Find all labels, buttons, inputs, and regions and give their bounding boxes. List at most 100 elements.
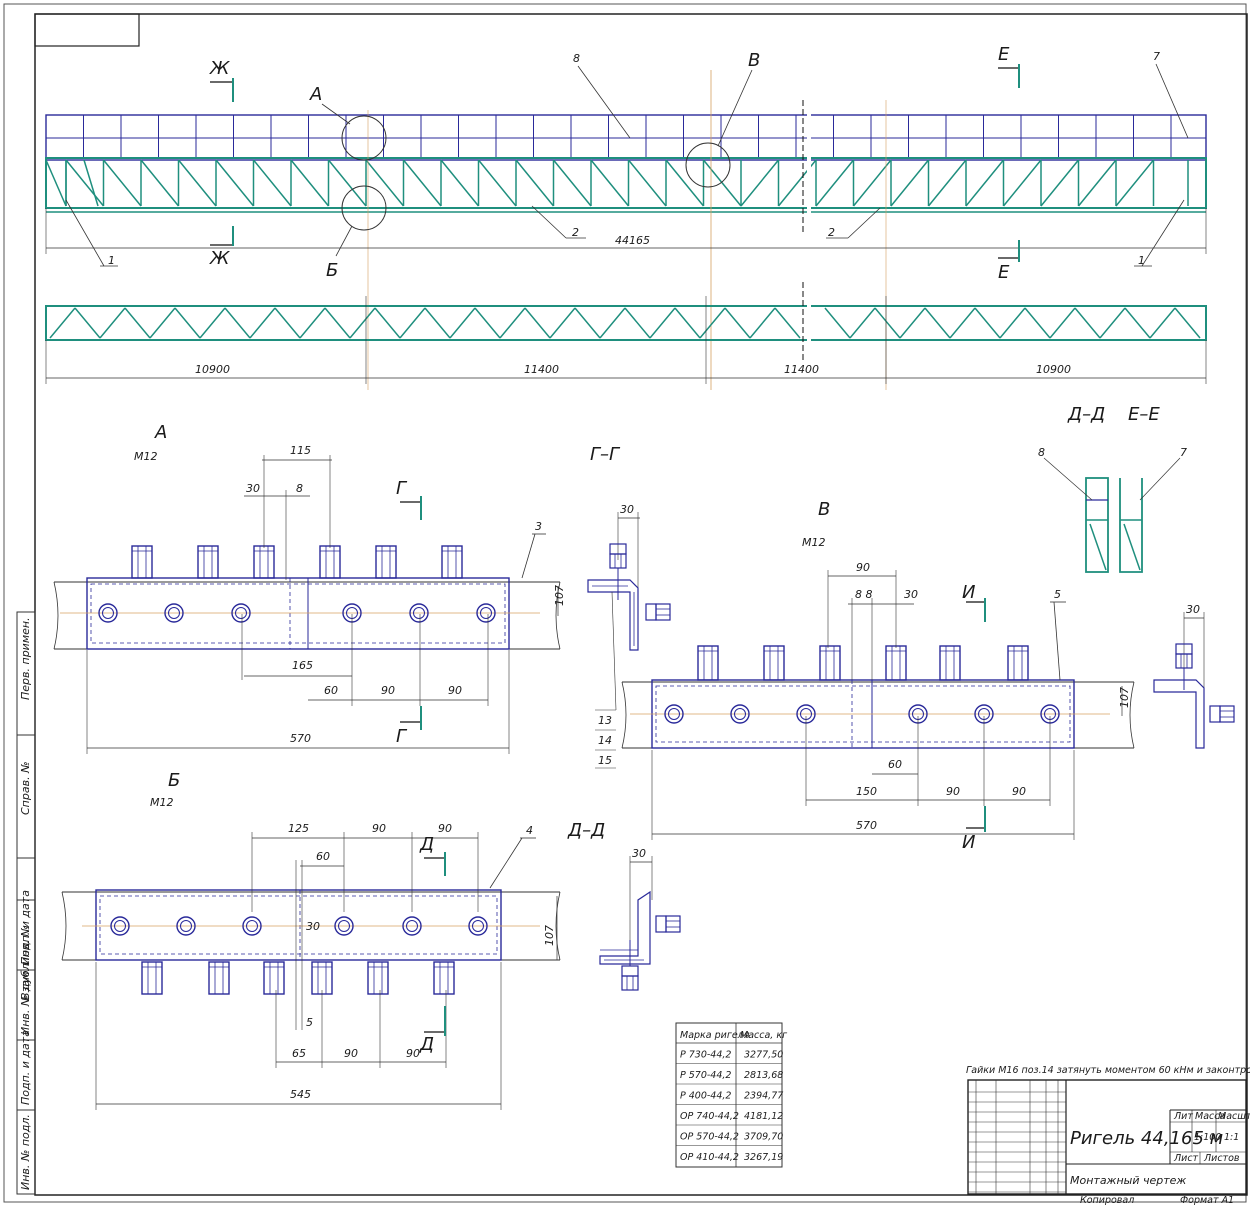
detail-a-dim-8: 8: [296, 482, 303, 495]
title-block-note: Гайки М16 поз.14 затянуть моментом 60 кН…: [966, 1065, 1250, 1076]
bolt-hole: [114, 920, 126, 932]
mass-table-header-1: Марка ригеля: [680, 1030, 750, 1041]
detail-a-dim-570: 570: [290, 732, 311, 745]
plan-diagonal: [174, 307, 201, 339]
plan-diagonal: [1024, 307, 1051, 339]
plan-diagonal: [674, 307, 701, 339]
plan-diagonal: [299, 307, 326, 339]
title-copied: Копировал: [1080, 1195, 1134, 1206]
plan-diagonal: [999, 307, 1026, 339]
detail-b-dim-60: 60: [316, 850, 330, 863]
plan-diagonal: [924, 307, 951, 339]
nut: [263, 961, 285, 995]
stamp-label-3: Подп. и дата: [19, 890, 32, 965]
section-pos-8: 8: [1038, 446, 1045, 459]
detail-a-dim-60: 60: [324, 684, 338, 697]
side-stamp-labels: Перв. примен. Справ. № Подп. и дата Инв.…: [19, 617, 32, 1190]
nut: [197, 545, 219, 579]
truss-diagonal: [890, 159, 930, 207]
plan-diagonal: [599, 307, 626, 339]
callout-circle-v: [685, 142, 731, 188]
section-dd-dim-30: 30: [632, 847, 646, 860]
truss-elevation: 44165 Ж Ж Е Е А Б В 8 7 1 1 2: [45, 44, 1207, 390]
title-mass: 1:100: [1194, 1132, 1221, 1143]
callout-label-b: Б: [326, 260, 338, 281]
plan-diagonal: [199, 307, 226, 339]
section-nut: [655, 915, 667, 933]
nut: [375, 545, 397, 579]
detail-v-dim-60: 60: [888, 758, 902, 771]
plan-diagonal: [874, 307, 901, 339]
detail-a-cut-bottom: Г: [396, 726, 408, 747]
stamp-label-4: Инв. № дубл.: [19, 960, 32, 1035]
truss-diagonal: [477, 159, 517, 207]
plan-diagonal: [824, 307, 851, 339]
section-gg: Г–Г 30 13 14 15: [587, 444, 671, 769]
detail-b: Б M12 125 90 90 60 30 5 65 90 90: [61, 770, 561, 1110]
truss-diagonal: [515, 159, 555, 207]
title-scale-h: Масштаб: [1218, 1111, 1250, 1122]
plan-diagonal: [224, 307, 251, 339]
section-dd-ee-small: Д–Д Е–Е 8 7: [1038, 404, 1187, 573]
section-nut: [1219, 705, 1235, 723]
plan-diagonal: [124, 307, 151, 339]
detail-b-dim-125: 125: [288, 822, 309, 835]
truss-diagonal: [852, 159, 892, 207]
detail-b-dim-107: 107: [543, 925, 556, 946]
outer-frame: [3, 3, 1247, 1203]
truss-diagonal: [1002, 159, 1042, 207]
nut: [1007, 645, 1029, 681]
section-nut: [655, 603, 671, 621]
plan-diagonal: [449, 307, 476, 339]
plan-diagonal: [1099, 307, 1126, 339]
detail-v-dim-90: 90: [856, 561, 870, 574]
stamp-label-2: Справ. №: [19, 761, 32, 815]
truss-diagonal: [552, 159, 592, 207]
stamp-label-5: Взам. инв. №: [19, 925, 32, 1000]
detail-v-dim-107: 107: [1118, 687, 1131, 708]
detail-b-plate: [95, 889, 502, 961]
title-mass-h: Масса: [1195, 1111, 1225, 1122]
bolt-head: [231, 603, 251, 623]
section-nut: [645, 603, 657, 621]
bolt-hole: [734, 708, 746, 720]
truss-diagonal: [365, 159, 405, 207]
plan-diagonal: [1149, 307, 1176, 339]
plan-diagonal: [1074, 307, 1101, 339]
plan-diagonal: [99, 307, 126, 339]
truss-end-diagonal: [45, 159, 67, 207]
section-pos-15: 15: [598, 754, 612, 767]
section-mark-e-bottom: Е: [998, 262, 1010, 283]
truss-diagonal: [740, 159, 780, 207]
plan-diagonal: [524, 307, 551, 339]
section-nut: [1209, 705, 1221, 723]
section-pos-7: 7: [1180, 446, 1187, 459]
plan-segment-4: 10900: [1036, 363, 1071, 376]
detail-b-dim-90c: 90: [344, 1047, 358, 1060]
plan-diagonal: [624, 307, 651, 339]
detail-a: А M12 115 30 8 107 165 60 90 90: [53, 422, 566, 754]
mass-table-cell-mass: 3267,19: [744, 1152, 783, 1163]
detail-v-dim-570: 570: [856, 819, 877, 832]
bolt-hole: [235, 607, 247, 619]
truss-diagonal: [440, 159, 480, 207]
pos-2-left-label: 2: [572, 226, 579, 239]
detail-b-title: Б: [168, 770, 180, 791]
pos-1-left-label: 1: [108, 254, 115, 267]
plan-diagonal: [1124, 307, 1151, 339]
nut: [939, 645, 961, 681]
nut: [208, 961, 230, 995]
top-corner-box: [34, 13, 140, 47]
plan-diagonal: [74, 307, 101, 339]
mass-table-cell-mass: 3709,70: [744, 1132, 783, 1143]
plan-diagonal: [349, 307, 376, 339]
title-block: Гайки М16 поз.14 затянуть моментом 60 кН…: [966, 1065, 1250, 1206]
detail-v: В M12 90 8 8 30 107 60 150 90 90: [621, 499, 1135, 853]
detail-v-bolt: M12: [802, 536, 826, 549]
plan-diagonal: [774, 307, 801, 339]
mass-table-cell-mark: ОР 740-44,2: [680, 1111, 739, 1122]
truss-diagonal: [590, 159, 630, 207]
stamp-label-6: Подп. и дата: [19, 1030, 32, 1105]
title-main: Ригель 44,165 м: [1070, 1128, 1223, 1149]
truss-diagonal: [65, 159, 105, 207]
